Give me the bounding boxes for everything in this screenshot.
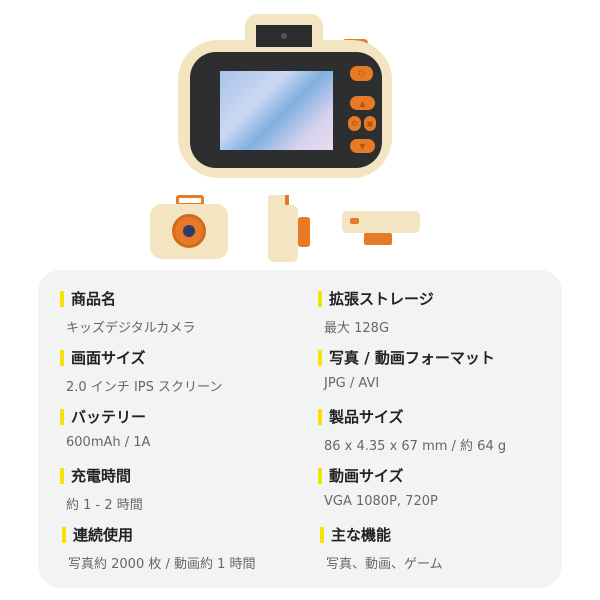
spec-value: 写真、動画、ゲーム <box>326 557 443 572</box>
spec-label: 商品名 <box>60 291 195 307</box>
spec-value: 2.0 インチ IPS スクリーン <box>66 380 223 395</box>
spec-label: 動画サイズ <box>318 468 438 484</box>
spec-video-size: 動画サイズ VGA 1080P, 720P <box>318 468 438 509</box>
spec-charge-time: 充電時間約 1 - 2 時間 <box>60 468 143 513</box>
spec-battery: バッテリー 600mAh / 1A <box>60 409 150 450</box>
selfie-lens <box>256 25 312 47</box>
spec-label: 主な機能 <box>320 527 443 543</box>
spec-product-name: 商品名キッズデジタルカメラ <box>60 291 195 336</box>
mode-icon: ▣ <box>364 116 376 131</box>
spec-value: 最大 128G <box>324 321 390 336</box>
spec-main-features: 主な機能写真、動画、ゲーム <box>320 527 443 572</box>
spec-label: 充電時間 <box>60 468 143 484</box>
settings-icon: ⚙ <box>348 116 361 131</box>
down-icon: ▼ <box>350 139 375 153</box>
spec-value: 約 1 - 2 時間 <box>66 498 143 513</box>
spec-label: 製品サイズ <box>318 409 506 425</box>
spec-dimensions: 製品サイズ 86 x 4.35 x 67 mm / 約 64 g <box>318 409 506 454</box>
spec-label: 拡張ストレージ <box>318 291 434 307</box>
camera-screen <box>220 71 333 150</box>
spec-label: 連続使用 <box>62 527 256 543</box>
spec-label: 画面サイズ <box>60 350 222 366</box>
spec-value: キッズデジタルカメラ <box>66 321 196 336</box>
spec-value: 写真約 2000 枚 / 動画約 1 時間 <box>68 557 256 572</box>
spec-format: 写真 / 動画フォーマット JPG / AVI <box>318 350 495 391</box>
spec-value: VGA 1080P, 720P <box>324 494 438 509</box>
spec-value: 86 x 4.35 x 67 mm / 約 64 g <box>324 439 507 454</box>
spec-panel: 商品名キッズデジタルカメラ 画面サイズ 2.0 インチ IPS スクリーン バッテ… <box>38 270 562 588</box>
power-icon: ⏻ <box>350 66 373 81</box>
spec-label: 写真 / 動画フォーマット <box>318 350 495 366</box>
spec-value: 600mAh / 1A <box>66 435 151 450</box>
spec-screen-size: 画面サイズ 2.0 インチ IPS スクリーン <box>60 350 222 395</box>
spec-label: バッテリー <box>60 409 150 425</box>
up-icon: ▲ <box>350 96 375 110</box>
spec-continuous-use: 連続使用写真約 2000 枚 / 動画約 1 時間 <box>62 527 256 572</box>
spec-value: JPG / AVI <box>324 376 380 391</box>
spec-storage: 拡張ストレージ最大 128G <box>318 291 434 336</box>
